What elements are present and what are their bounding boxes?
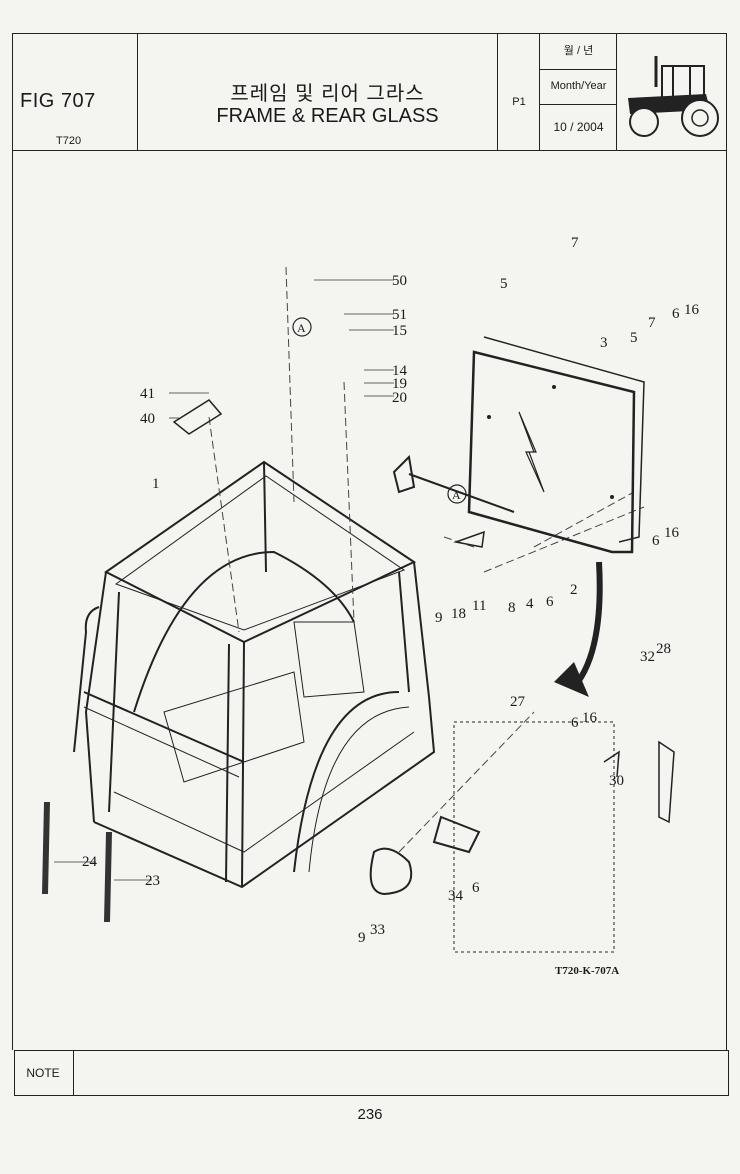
svg-text:A: A — [297, 321, 306, 335]
cab-frame — [73, 460, 436, 889]
month-year-korean: 월 / 년 — [563, 45, 594, 57]
model-code: T720 — [56, 135, 82, 147]
svg-text:5: 5 — [630, 330, 638, 346]
svg-text:20: 20 — [392, 390, 407, 406]
svg-text:40: 40 — [140, 411, 155, 427]
detail-marker-a: A A — [292, 317, 467, 504]
svg-text:A: A — [452, 488, 461, 502]
svg-text:7: 7 — [648, 315, 656, 331]
assembly-lines — [208, 266, 645, 853]
note-box — [14, 1050, 729, 1096]
svg-text:11: 11 — [472, 598, 486, 614]
svg-text:41: 41 — [140, 386, 155, 402]
title-block — [12, 33, 727, 151]
svg-text:14: 14 — [392, 363, 408, 379]
svg-text:6: 6 — [672, 306, 680, 322]
drawing-id: T720-K-707A — [555, 965, 620, 977]
svg-text:33: 33 — [370, 922, 385, 938]
title-korean: 프레임 및 리어 그라스 — [230, 83, 425, 105]
drawing-area — [12, 150, 727, 1050]
svg-text:9: 9 — [435, 610, 443, 626]
svg-text:15: 15 — [392, 323, 407, 339]
hinge-rod — [392, 454, 515, 548]
svg-text:23: 23 — [145, 873, 160, 889]
svg-text:28: 28 — [656, 641, 671, 657]
svg-text:1: 1 — [152, 476, 160, 492]
month-year-label: Month/Year — [550, 80, 607, 92]
exploded-parts-diagram: A A 50 51 15 14 19 20 41 40 1 5 7 3 5 7 … — [42, 235, 700, 953]
svg-text:51: 51 — [392, 307, 407, 323]
svg-text:6: 6 — [546, 594, 554, 610]
page-number: 236 — [357, 1106, 383, 1123]
lower-assembly — [369, 721, 675, 953]
svg-text:16: 16 — [664, 525, 680, 541]
issue-date: 10 / 2004 — [553, 120, 604, 134]
rear-glass — [467, 336, 645, 554]
fig-number: FIG 707 — [20, 90, 96, 112]
svg-text:9: 9 — [358, 930, 366, 946]
svg-text:7: 7 — [571, 235, 579, 251]
svg-text:34: 34 — [448, 888, 464, 904]
svg-text:8: 8 — [508, 600, 516, 616]
svg-text:19: 19 — [392, 376, 407, 392]
svg-text:18: 18 — [451, 606, 466, 622]
cover-plate-40 — [172, 399, 223, 435]
callout-labels: 50 51 15 14 19 20 41 40 1 5 7 3 5 7 6 16… — [82, 235, 700, 946]
svg-text:6: 6 — [571, 715, 579, 731]
svg-text:50: 50 — [392, 273, 407, 289]
assembly-arrow — [571, 561, 603, 689]
svg-text:5: 5 — [500, 276, 508, 292]
svg-text:16: 16 — [582, 710, 598, 726]
svg-text:16: 16 — [684, 302, 700, 318]
svg-text:4: 4 — [526, 596, 534, 612]
svg-text:32: 32 — [640, 649, 655, 665]
weather-strip-23 — [104, 832, 112, 922]
title-english: FRAME & REAR GLASS — [216, 105, 439, 127]
svg-text:2: 2 — [570, 582, 578, 598]
svg-text:3: 3 — [600, 335, 608, 351]
note-label: NOTE — [26, 1066, 60, 1080]
leader-lines — [54, 279, 394, 881]
page-code: P1 — [512, 96, 526, 108]
tractor-icon — [628, 56, 719, 137]
svg-text:27: 27 — [510, 694, 526, 710]
weather-strip-24 — [42, 802, 50, 894]
svg-text:6: 6 — [472, 880, 480, 896]
svg-text:24: 24 — [82, 854, 98, 870]
svg-text:30: 30 — [609, 773, 624, 789]
svg-text:6: 6 — [652, 533, 660, 549]
